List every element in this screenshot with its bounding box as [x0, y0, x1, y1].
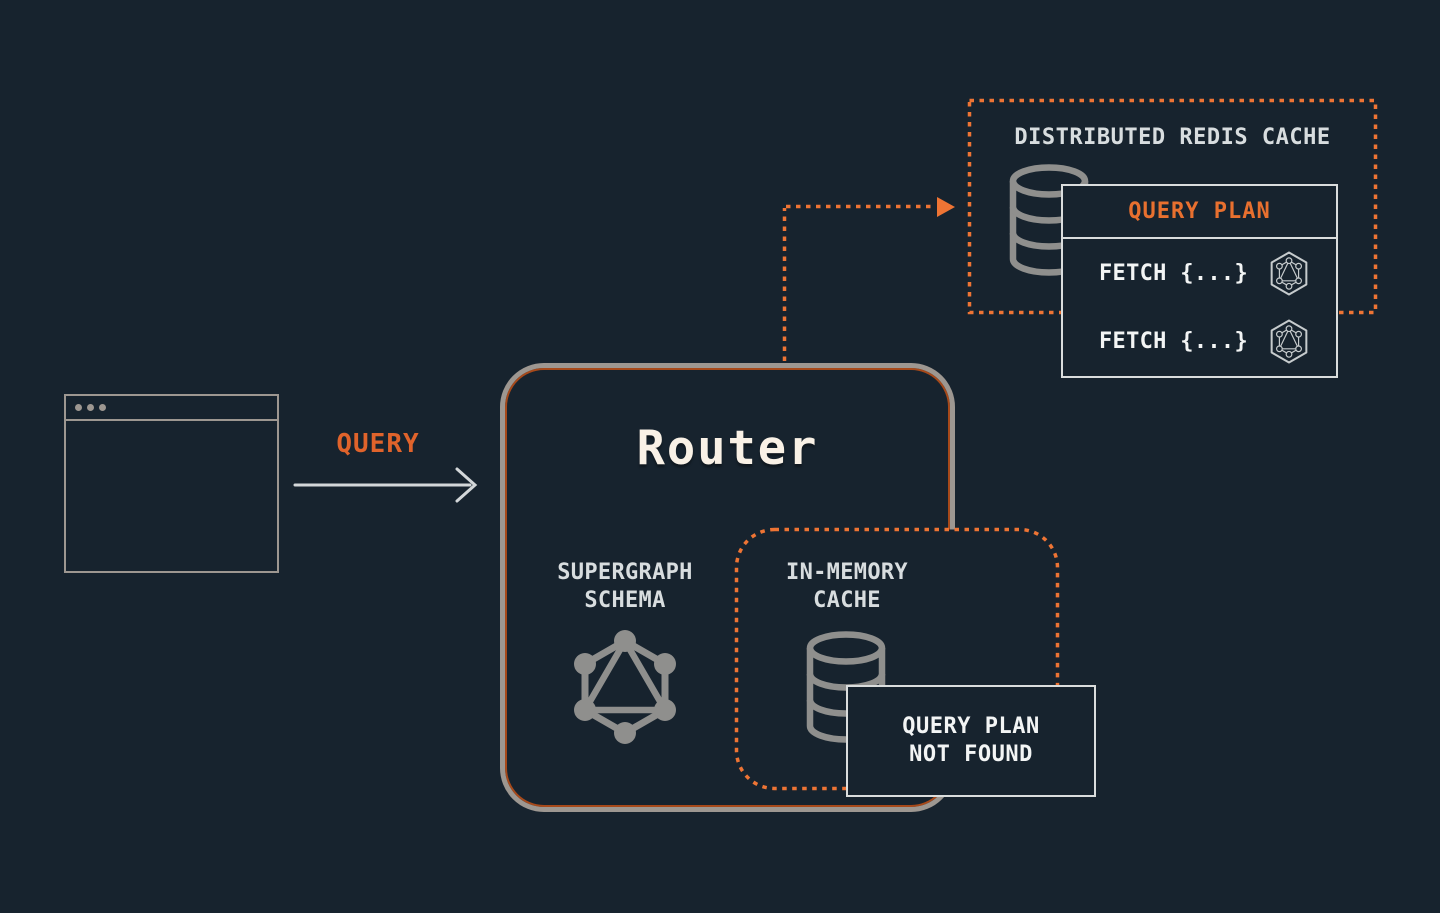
titlebar-dot-icon — [87, 404, 94, 411]
query-arrow-icon — [293, 467, 478, 503]
titlebar-dot-icon — [99, 404, 106, 411]
supergraph-schema-label: SUPERGRAPH SCHEMA — [544, 559, 706, 615]
query-plan-header: QUERY PLAN — [1063, 186, 1336, 239]
client-browser-window — [64, 394, 279, 573]
graphql-badge-icon — [1270, 319, 1308, 364]
in-memory-cache-label: IN-MEMORY CACHE — [766, 559, 928, 615]
query-plan-not-found-line1: QUERY PLAN — [902, 714, 1040, 739]
fetch-label: FETCH {...} — [1099, 260, 1248, 286]
fetch-label: FETCH {...} — [1099, 329, 1248, 355]
titlebar-dot-icon — [75, 404, 82, 411]
browser-titlebar — [66, 396, 277, 421]
router-title: Router — [636, 421, 819, 476]
query-plan-box: QUERY PLAN FETCH {...} FETCH {...} — [1061, 184, 1338, 378]
graphql-badge-icon — [1270, 251, 1308, 296]
supergraph-schema-line2: SCHEMA — [584, 588, 666, 613]
query-plan-fetch-row: FETCH {...} — [1063, 239, 1336, 308]
query-plan-fetch-row: FETCH {...} — [1063, 308, 1336, 377]
router-to-redis-connector — [782, 197, 955, 361]
in-memory-cache-line2: CACHE — [813, 588, 881, 613]
query-label: QUERY — [336, 429, 420, 459]
in-memory-cache-line1: IN-MEMORY — [786, 560, 908, 585]
supergraph-schema-line1: SUPERGRAPH — [557, 560, 693, 585]
query-plan-not-found-box: QUERY PLAN NOT FOUND — [846, 685, 1096, 797]
redis-cache-title: DISTRIBUTED REDIS CACHE — [1014, 125, 1331, 150]
query-plan-not-found-line2: NOT FOUND — [909, 742, 1033, 767]
arrowhead-icon — [937, 197, 955, 217]
